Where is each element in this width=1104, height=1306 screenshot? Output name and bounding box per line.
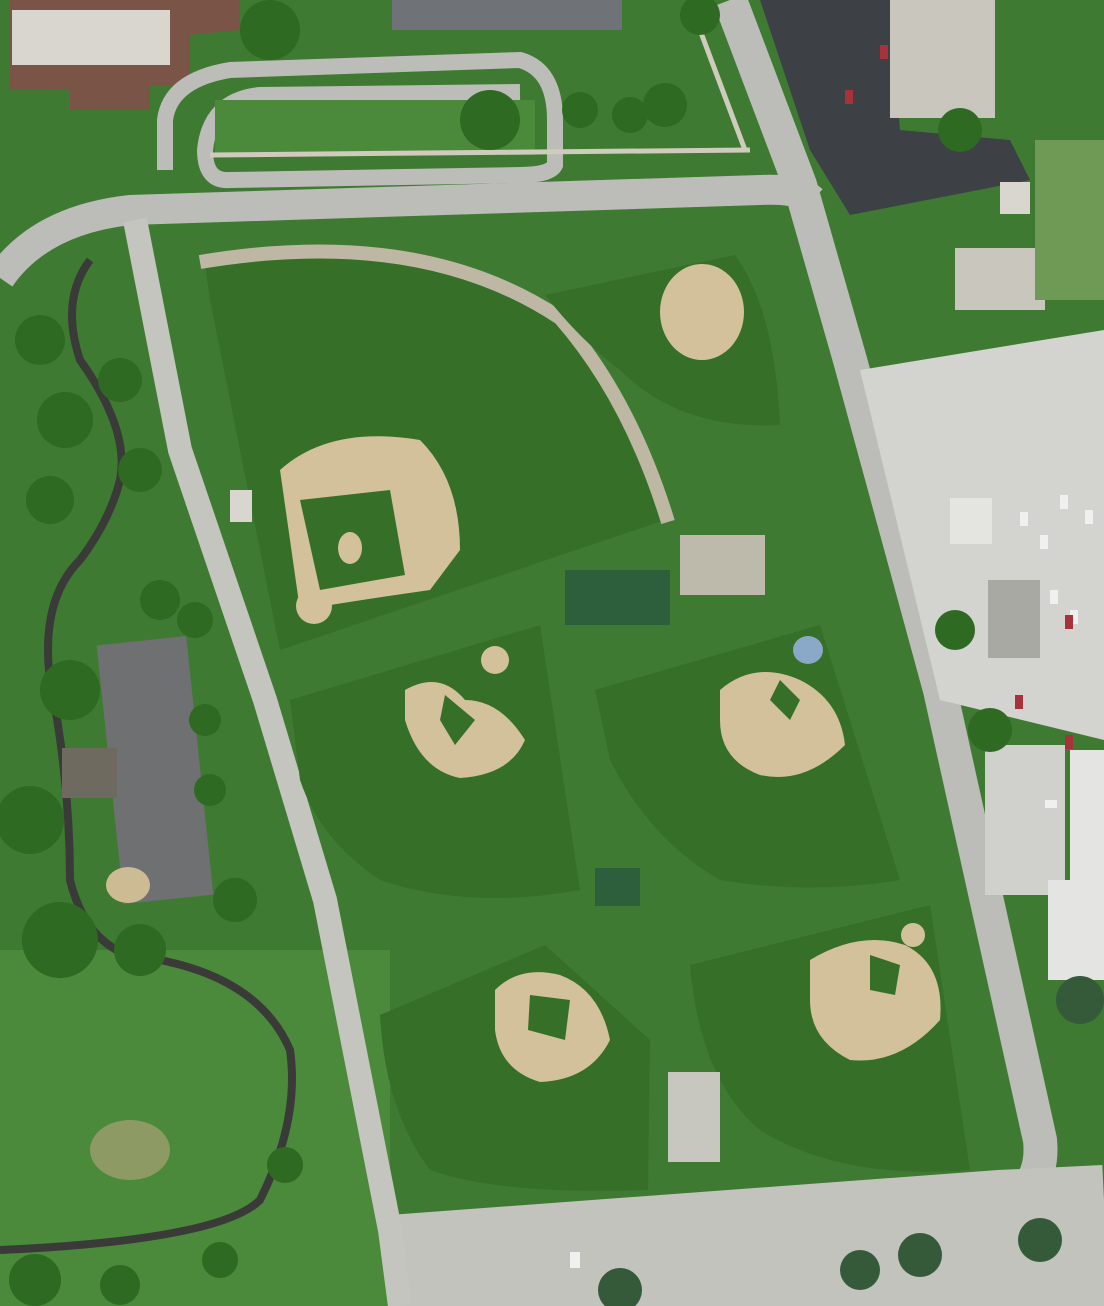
home-plate-mid-left <box>481 646 509 674</box>
lot-east-lower <box>985 745 1065 895</box>
tree <box>898 1233 942 1277</box>
car <box>1065 615 1073 629</box>
infield-grass-south-left <box>528 995 570 1040</box>
infield-dirt-mid-right <box>720 672 845 777</box>
tree <box>240 0 300 60</box>
worn-patch-west <box>90 1120 170 1180</box>
tree <box>1018 1218 1062 1262</box>
tree <box>643 83 687 127</box>
sand-volleyball <box>106 867 150 903</box>
building-center-shelter <box>595 868 640 906</box>
tree <box>15 315 65 365</box>
plaza-center <box>680 535 765 595</box>
park-lawn-west <box>0 950 390 1306</box>
car <box>1070 610 1078 624</box>
building-west-shelter <box>62 748 117 798</box>
tree <box>213 878 257 922</box>
tree <box>26 476 74 524</box>
parked-cars <box>570 495 1093 1268</box>
building-church-roof-light <box>12 10 170 65</box>
tree <box>1056 976 1104 1024</box>
road-south-edge <box>388 1230 1104 1306</box>
tree <box>460 90 520 150</box>
road-church-loop <box>157 51 563 189</box>
home-plate-nw <box>296 588 332 624</box>
car <box>1065 735 1073 749</box>
infield-grass-south-right <box>870 955 900 995</box>
tree <box>40 660 100 720</box>
tree-cluster-north <box>240 0 1012 752</box>
building-ne-warehouse <box>890 0 995 118</box>
car <box>570 1252 580 1268</box>
tree <box>562 92 598 128</box>
infield-dirt-south-right <box>810 940 941 1061</box>
tree <box>9 1254 61 1306</box>
tree <box>22 902 98 978</box>
ballfield-complex <box>198 244 970 1191</box>
car <box>1040 535 1048 549</box>
tree <box>189 704 221 736</box>
tree <box>938 108 982 152</box>
building-east-large <box>1070 750 1104 890</box>
pad-east-dark <box>988 580 1040 658</box>
tree-cluster-west <box>0 315 303 1306</box>
tree <box>598 1268 642 1306</box>
infield-grass-mid-right <box>770 680 800 720</box>
home-plate-south-right <box>901 923 925 947</box>
tree <box>680 0 720 35</box>
tree <box>840 1250 880 1290</box>
car <box>880 45 888 59</box>
footpath-north <box>209 147 751 158</box>
lawn-ne <box>1035 140 1104 300</box>
tree <box>612 97 648 133</box>
parking-lot-west <box>96 636 214 904</box>
road-west-drive <box>123 217 412 1306</box>
dugout-nw <box>230 490 252 522</box>
tree <box>202 1242 238 1278</box>
infield-grass-mid-left <box>440 695 475 745</box>
building-east-south <box>1048 880 1104 980</box>
parking-northeast <box>760 0 1104 310</box>
tree-cluster-south <box>598 976 1104 1306</box>
pond-mid-right <box>793 636 823 664</box>
tree <box>118 448 162 492</box>
tree <box>194 774 226 806</box>
tree <box>114 924 166 976</box>
building-east-small <box>950 498 992 544</box>
car <box>1060 495 1068 509</box>
car <box>1045 800 1057 808</box>
car <box>845 90 853 104</box>
tree <box>37 392 93 448</box>
car <box>1015 695 1023 709</box>
tree <box>140 580 180 620</box>
tree <box>935 610 975 650</box>
car <box>1020 512 1028 526</box>
building-concession-green <box>565 570 670 625</box>
tree <box>0 786 64 854</box>
tree <box>267 1147 303 1183</box>
tree <box>100 1265 140 1305</box>
tree <box>98 358 142 402</box>
east-lots <box>860 330 1104 980</box>
building-ne-hall <box>955 248 1045 310</box>
car <box>1050 590 1058 604</box>
infield-dirt-ne <box>660 264 744 360</box>
pitchers-mound-nw <box>338 532 362 564</box>
building-north-school <box>392 0 622 30</box>
footpath-diagonal <box>697 29 748 151</box>
bleachers-south <box>668 1072 720 1162</box>
tree <box>968 708 1012 752</box>
car <box>1085 510 1093 524</box>
tree <box>177 602 213 638</box>
parked-cars-red <box>845 45 1073 749</box>
building-ne-shed <box>1000 182 1030 214</box>
warning-track-nw <box>198 244 675 525</box>
